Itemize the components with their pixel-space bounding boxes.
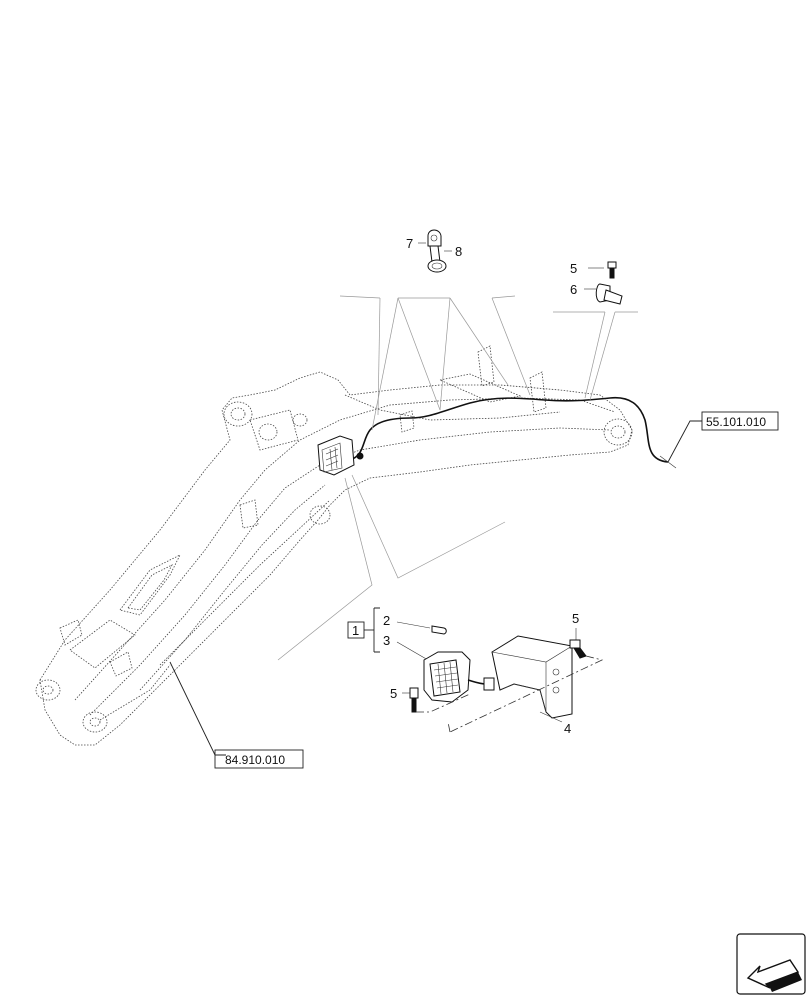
kit-bracket-1 — [347, 607, 380, 653]
worklight-3 — [396, 641, 495, 703]
ref-label-right: 55.101.010 — [706, 415, 766, 429]
callout-1: 1 — [352, 623, 359, 638]
callout-8: 8 — [455, 244, 462, 259]
callout-6: 6 — [570, 282, 577, 297]
callout-2: 2 — [383, 613, 390, 628]
arrow-nav-icon[interactable] — [736, 933, 806, 995]
ref-label-bottom: 84.910.010 — [225, 753, 285, 767]
boom-arm — [35, 345, 633, 746]
mounted-worklight — [317, 435, 355, 476]
clamp-7-8 — [418, 229, 452, 273]
ref-84-910-010 — [169, 661, 304, 769]
callout-7: 7 — [406, 236, 413, 251]
callout-4: 4 — [564, 721, 571, 736]
wiring-harness — [349, 396, 669, 463]
assembly-lines — [416, 655, 604, 733]
callout-5-right: 5 — [572, 611, 579, 626]
leader-lines — [277, 295, 638, 661]
bulb-2 — [396, 621, 447, 635]
callout-5-left: 5 — [390, 686, 397, 701]
bolt-clamp-5-6 — [584, 261, 623, 305]
bolt-5-left — [402, 687, 419, 713]
guard-4 — [491, 635, 573, 723]
callout-3: 3 — [383, 633, 390, 648]
callout-5-top: 5 — [570, 261, 577, 276]
ref-55-101-010 — [659, 411, 779, 469]
